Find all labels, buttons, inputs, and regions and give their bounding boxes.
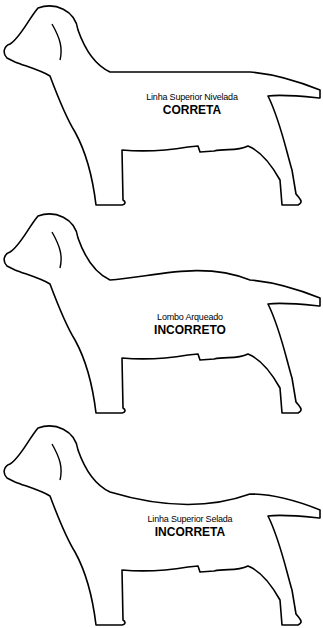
topline-caption: Lombo Arqueado — [157, 312, 223, 322]
dog-silhouette: Lombo ArqueadoINCORRETO — [0, 208, 323, 420]
topline-caption: Linha Superior Selada — [148, 514, 233, 524]
dog-silhouette: Linha Superior SeladaINCORRETA — [0, 420, 323, 628]
dog-silhouette: Linha Superior NiveladaCORRETA — [0, 0, 323, 208]
verdict-label: INCORRETO — [154, 323, 226, 337]
dog-outline — [0, 420, 323, 628]
topline-caption: Linha Superior Nivelada — [146, 92, 237, 102]
verdict-label: CORRETA — [163, 103, 221, 117]
verdict-label: INCORRETA — [155, 525, 225, 539]
dog-outline — [0, 0, 323, 208]
